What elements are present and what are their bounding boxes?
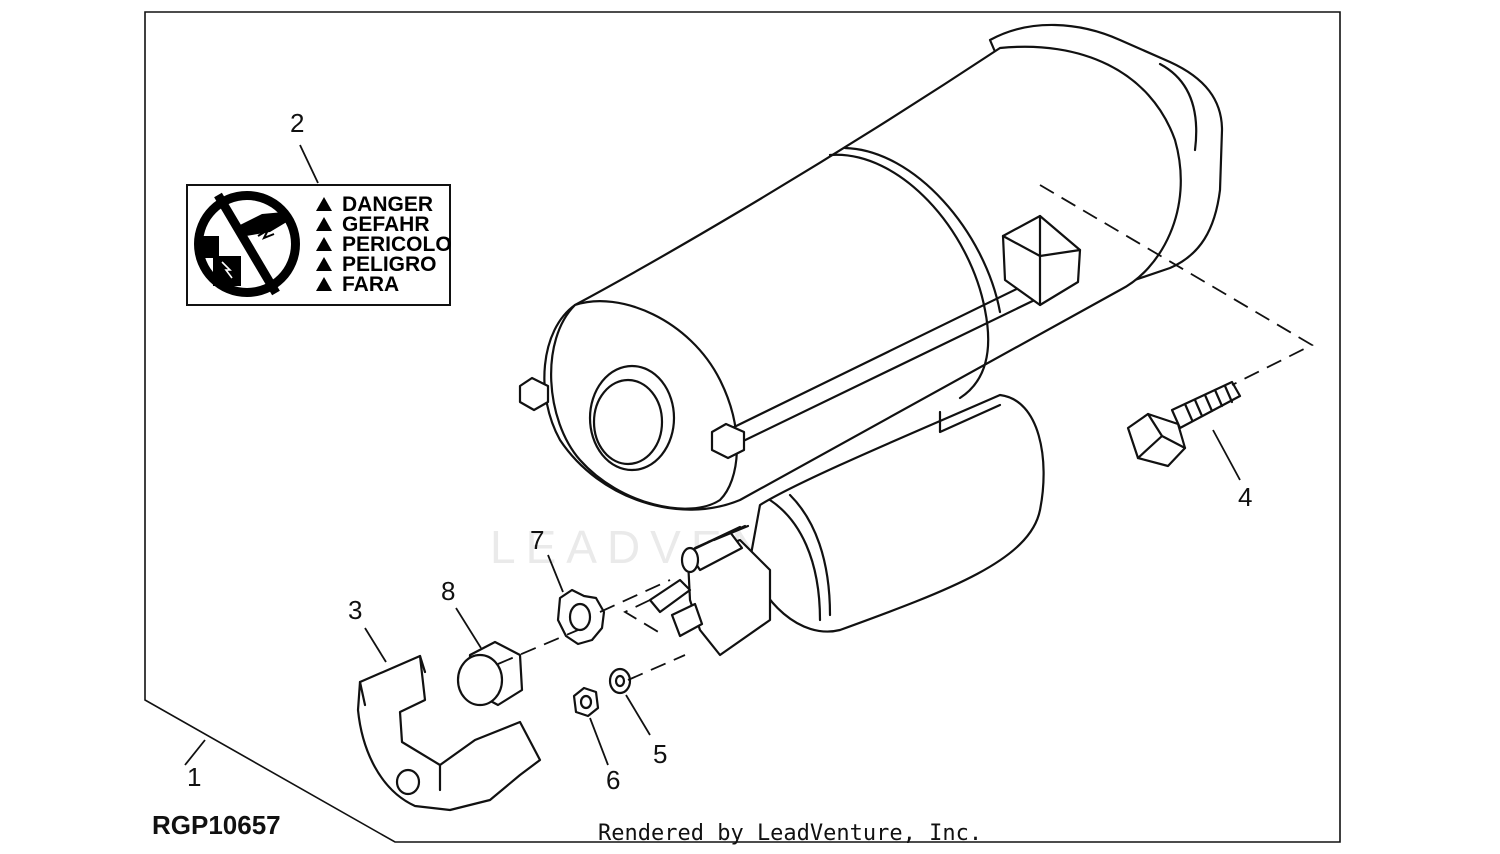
small-terminal-stud [670,602,704,638]
callout-3: 3 [348,595,362,625]
svg-text:GEFAHR: GEFAHR [342,213,430,236]
solenoid [748,393,1045,633]
callouts: 1 2 3 4 5 6 7 8 [187,108,1252,795]
boot-hole [395,768,421,796]
starter-motor [518,23,1224,657]
render-credit: Rendered by LeadVenture, Inc. [598,821,982,846]
figure-id: RGP10657 [152,810,281,840]
callout-8: 8 [441,576,455,606]
hex-nut [572,686,600,718]
through-bolt-head [710,422,746,460]
flat-washer [608,667,632,695]
star-lock-washer [556,588,606,646]
through-bolt [726,278,1047,447]
warning-decal: DANGER GEFAHR PERICOLO PELIGRO FARA [186,184,452,306]
warning-triangle-icon [316,217,332,231]
threaded-stud [680,524,750,574]
svg-text:FARA: FARA [342,273,399,296]
callout-5: 5 [653,739,667,769]
warning-line-danger: DANGER [316,193,433,216]
warning-text-list: DANGER GEFAHR PERICOLO PELIGRO FARA [316,193,452,296]
callout-4: 4 [1238,482,1252,512]
callout-1: 1 [187,762,201,792]
assembly-frame [144,11,1341,843]
mounting-bolt [1126,380,1242,468]
warning-line-pericolo: PERICOLO [316,233,452,256]
warning-line-fara: FARA [316,273,399,296]
warning-triangle-icon [316,197,332,211]
leader-lines [184,144,1241,766]
warning-line-peligro: PELIGRO [316,253,437,276]
svg-text:PERICOLO: PERICOLO [342,233,452,256]
terminal-boot [356,654,542,812]
warning-triangle-icon [316,277,332,291]
callout-2: 2 [290,108,304,138]
no-jump-start-prohibition-icon [194,191,300,297]
callout-6: 6 [606,765,620,795]
svg-text:PELIGRO: PELIGRO [342,253,437,276]
callout-7: 7 [530,525,544,555]
acorn-nut [456,640,524,707]
end-cap-bolt [518,376,550,412]
warning-triangle-icon [316,237,332,251]
warning-line-gefahr: GEFAHR [316,213,430,236]
warning-triangle-icon [316,257,332,271]
alignment-lines [497,184,1314,681]
svg-text:DANGER: DANGER [342,193,433,216]
